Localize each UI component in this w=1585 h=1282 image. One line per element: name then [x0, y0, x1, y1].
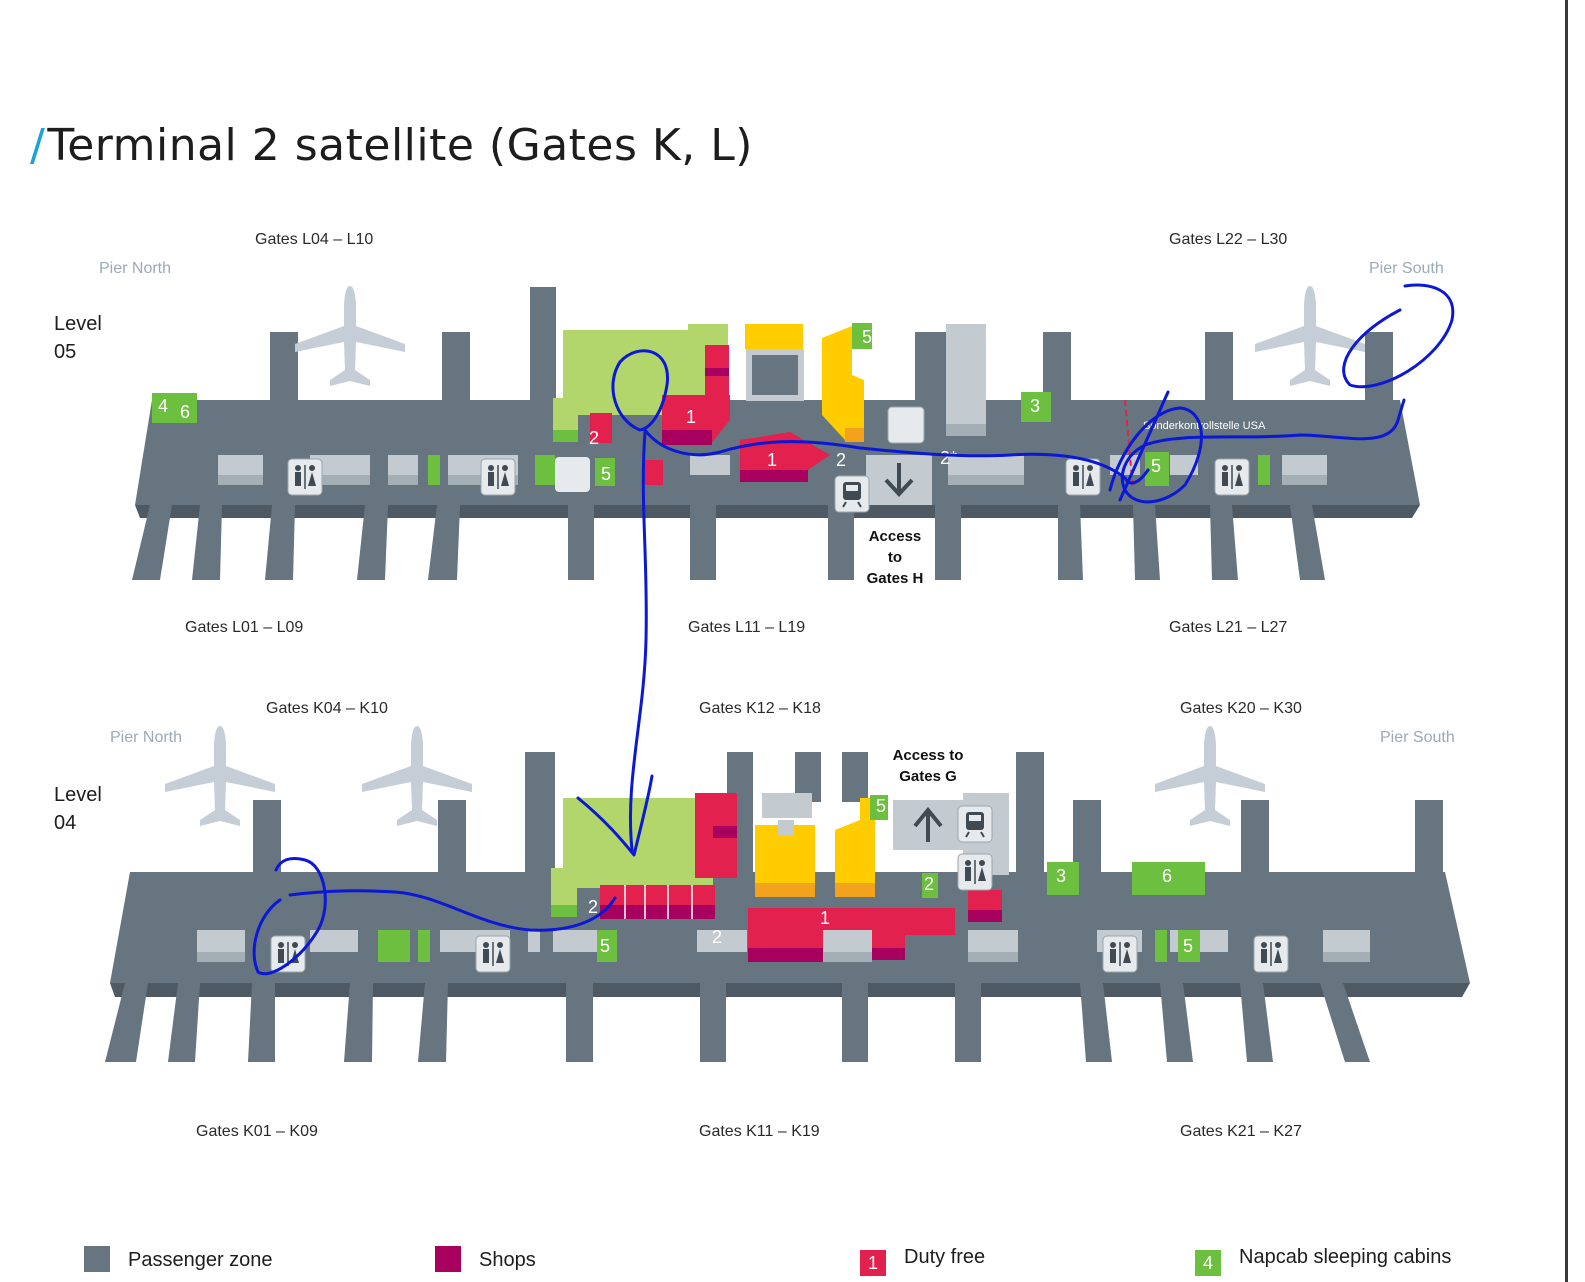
airplane-icon — [1255, 286, 1365, 386]
page-edge-bar — [1565, 0, 1568, 1282]
area-number: 2 — [924, 874, 934, 894]
area-number: 5 — [876, 796, 886, 816]
restroom-icon — [287, 458, 323, 496]
area-number: 4 — [158, 396, 168, 416]
pier-north-label: Pier North — [99, 260, 172, 277]
gate-range-label: Gates K04 – K10 — [266, 700, 388, 717]
level-05-building: Sonderkontrollstelle USA 4 6 2 5 1 1 2 2… — [132, 286, 1420, 580]
area-number: 2 — [712, 927, 722, 947]
pier-north-label: Pier North — [110, 729, 183, 746]
area-number: 3 — [1056, 866, 1066, 886]
airplane-icon — [295, 286, 405, 386]
level-04-building: 2 5 2 1 5 2 3 6 5 — [105, 726, 1470, 1062]
route-annotation — [252, 283, 1455, 976]
area-number: 5 — [601, 464, 611, 484]
gate-range-label: Gates L01 – L09 — [185, 619, 304, 636]
pier-south-label: Pier South — [1369, 260, 1444, 277]
gate-range-label: Gates L22 – L30 — [1169, 231, 1288, 248]
gate-range-label: Gates K20 – K30 — [1180, 700, 1302, 717]
gate-range-label: Gates K01 – K09 — [196, 1123, 318, 1140]
napcab-swatch: 4 — [1195, 1250, 1221, 1276]
gate-range-label: Gates K12 – K18 — [699, 700, 821, 717]
area-number: 6 — [1162, 866, 1172, 886]
restroom-icon — [1253, 935, 1289, 973]
area-number: 2 — [589, 428, 599, 448]
duty-free-swatch: 1 — [860, 1250, 886, 1276]
area-number: 5 — [862, 327, 872, 347]
area-number: 1 — [686, 407, 696, 427]
restroom-icon — [1214, 458, 1250, 496]
area-number: 5 — [600, 936, 610, 956]
restroom-icon — [475, 935, 511, 973]
border-control-label: Sonderkontrollstelle USA — [1143, 420, 1266, 432]
area-number: 5 — [1183, 936, 1193, 956]
gate-range-label: Gates L21 – L27 — [1169, 619, 1288, 636]
restroom-icon — [1102, 935, 1138, 973]
shops-swatch — [435, 1246, 461, 1272]
pier-south-label: Pier South — [1380, 729, 1455, 746]
restroom-icon — [480, 458, 516, 496]
gate-range-label: Gates L11 – L19 — [688, 619, 806, 636]
area-number: 2 — [836, 450, 846, 470]
page-title: /Terminal 2 satellite (Gates K, L) — [30, 120, 753, 171]
shower-icon — [555, 457, 590, 492]
info-desk-icon — [887, 406, 925, 444]
train-icon — [957, 805, 993, 843]
passenger-zone-swatch — [84, 1246, 110, 1272]
gate-range-label: Gates L04 – L10 — [255, 231, 374, 248]
legend-passenger-zone: Passenger zone — [84, 1246, 273, 1272]
gate-range-label: Gates K11 – K19 — [699, 1123, 820, 1140]
area-number: 1 — [767, 450, 777, 470]
area-number: 5 — [1151, 456, 1161, 476]
arrow-up-icon — [913, 806, 943, 842]
restroom-icon — [957, 853, 993, 891]
area-number: 1 — [820, 908, 830, 928]
area-number: 2* — [940, 448, 957, 468]
restroom-icon — [1065, 458, 1101, 496]
train-icon — [834, 475, 870, 513]
legend-shops: Shops — [435, 1246, 536, 1272]
area-number: 6 — [180, 402, 190, 422]
gate-range-label: Gates K21 – K27 — [1180, 1123, 1302, 1140]
area-number: 3 — [1030, 396, 1040, 416]
arrow-down-icon — [884, 463, 914, 497]
area-number: 2 — [588, 897, 598, 917]
